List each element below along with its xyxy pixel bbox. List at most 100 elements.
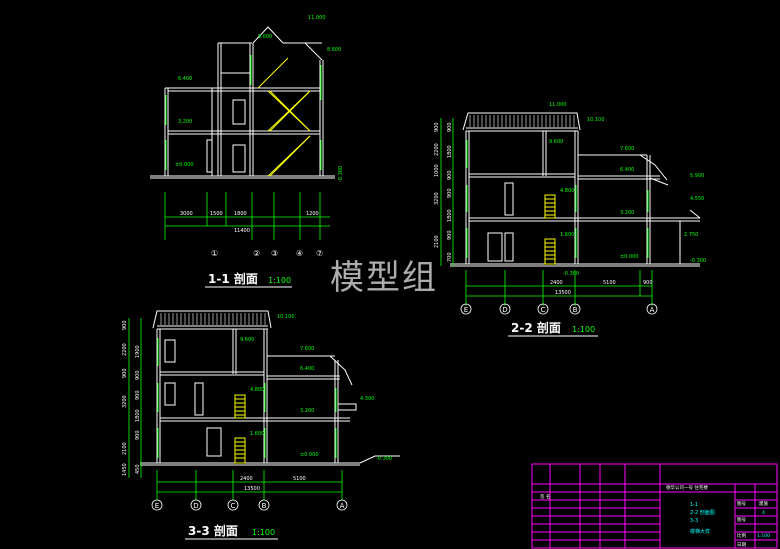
elevation-label: 3.200 — [178, 119, 192, 125]
elevation-label: 2.750 — [684, 232, 698, 238]
section-2-2-dim-labels: 2400 5100 900 13500 — [550, 280, 653, 296]
section-2-2-scale: 1:100 — [572, 325, 595, 334]
axis-marker: B — [573, 306, 578, 314]
dim-label: 900 — [122, 368, 128, 378]
elevation-label: 4.300 — [360, 396, 374, 402]
section-3-3-bottom-dims — [156, 470, 343, 500]
dim-label: 11400 — [234, 228, 250, 234]
elevation-label: -0.300 — [376, 456, 392, 462]
field-label: 图号 — [737, 501, 746, 507]
axis-marker: D — [502, 306, 507, 314]
dim-label: 1800 — [135, 409, 141, 422]
dim-label: 700 — [447, 252, 453, 262]
dim-label: 3200 — [122, 395, 128, 408]
dim-label: 900 — [434, 122, 440, 132]
section-3-3: 10.100 9.600 7.600 6.400 4.800 4.300 3.2… — [122, 310, 400, 540]
dim-label: 900 — [643, 280, 653, 286]
field-label: 日期 — [737, 542, 746, 548]
title-block: 德华公司一号 住宅楼 签 名 1-1 2-2 剖面图 3-3 楼梯大样 图号 建… — [531, 463, 778, 549]
section-2-2-title: 2-2 剖面 — [511, 320, 561, 335]
section-2-2-bottom-dims — [465, 270, 653, 306]
dim-label: 2100 — [122, 442, 128, 455]
elevation-label: -0.300 — [690, 258, 706, 264]
drawing-list-item: 2-2 剖面图 — [690, 509, 715, 516]
watermark: 模型组 — [330, 258, 438, 298]
section-3-3-windows — [157, 338, 337, 458]
axis-marker: ② — [253, 249, 260, 258]
elevation-label: -0.300 — [338, 166, 344, 182]
section-1-1-dim-labels: 3000 1500 1800 1200 11400 — [180, 211, 319, 234]
section-3-3-roof-hatch — [160, 313, 266, 325]
dim-label: 1800 — [234, 211, 247, 217]
project-name: 德华公司一号 住宅楼 — [666, 484, 708, 491]
section-1-1-elevation-labels: 11.000 9.600 8.600 6.400 3.200 ±0.000 -0… — [175, 15, 344, 182]
elevation-label: ±0.000 — [620, 254, 639, 260]
section-3-3-scale: 1:100 — [252, 528, 275, 537]
dim-label: 1500 — [210, 211, 223, 217]
section-2-2-structure — [450, 112, 701, 267]
dim-label: 900 — [135, 430, 141, 440]
axis-marker: D — [193, 502, 198, 510]
section-1-1-scale: 1:100 — [268, 276, 291, 285]
dim-label: 1900 — [135, 345, 141, 358]
dim-label: 900 — [447, 170, 453, 180]
section-2-2-elevation-labels: 11.000 10.100 9.600 7.600 6.400 5.900 4.… — [549, 102, 706, 277]
dim-label: 900 — [447, 122, 453, 132]
dim-label: 1800 — [447, 145, 453, 158]
axis-marker: E — [155, 502, 159, 510]
section-3-3-axis-markers: E D C B A — [155, 502, 345, 510]
section-2-2: 11.000 10.100 9.600 7.600 6.400 5.900 4.… — [434, 102, 706, 337]
elevation-label: 4.800 — [560, 188, 574, 194]
axis-marker: C — [231, 502, 236, 510]
axis-marker: ① — [211, 249, 218, 258]
axis-marker: ⑦ — [316, 249, 323, 258]
section-1-1-windows — [165, 55, 322, 170]
elevation-label: 11.000 — [549, 102, 567, 108]
dim-label: 2400 — [550, 280, 563, 286]
elevation-label: 4.800 — [250, 387, 264, 393]
dim-label: 5100 — [293, 476, 306, 482]
section-3-3-axis-circles — [151, 499, 348, 511]
axis-marker: B — [262, 502, 267, 510]
field-value: 1:100 — [757, 533, 770, 539]
dim-label: 900 — [447, 188, 453, 198]
section-3-3-stair — [234, 394, 246, 464]
section-3-3-dim-labels: 2400 5100 13500 — [240, 476, 306, 492]
elevation-label: -0.300 — [563, 271, 579, 277]
elevation-label: 3.200 — [620, 210, 634, 216]
elevation-label: 5.900 — [690, 173, 704, 179]
elevation-label: 7.600 — [300, 346, 314, 352]
elevation-label: 1.600 — [560, 232, 574, 238]
elevation-label: 10.100 — [587, 117, 605, 123]
elevation-label: 1.600 — [250, 431, 264, 437]
elevation-label: 10.100 — [277, 314, 295, 320]
section-3-3-left-dim-labels: 900 2200 900 3200 2100 1450 1900 900 900… — [122, 320, 141, 476]
section-3-3-title: 3-3 剖面 — [188, 523, 238, 538]
dim-label: 900 — [135, 370, 141, 380]
elevation-label: ±0.000 — [175, 162, 194, 168]
section-2-2-vertical-dims — [440, 118, 454, 266]
dim-label: 450 — [135, 464, 141, 474]
dim-label: 2100 — [434, 235, 440, 248]
section-2-2-windows — [466, 140, 649, 258]
elevation-label: 6.400 — [178, 76, 192, 82]
field-value: 建施 — [759, 500, 768, 507]
section-3-3-vertical-dims — [128, 318, 142, 478]
axis-marker: E — [464, 306, 468, 314]
drawing-list-item: 1-1 — [690, 502, 698, 508]
field-label: 图号 — [737, 517, 746, 523]
section-2-2-axis-markers: E D C B A — [464, 306, 655, 314]
elevation-label: 9.600 — [240, 337, 254, 343]
dim-label: 900 — [122, 320, 128, 330]
elevation-label: 3.200 — [300, 408, 314, 414]
dim-label: 2200 — [122, 343, 128, 356]
section-1-1-structure — [150, 26, 335, 179]
dim-label: 1200 — [306, 211, 319, 217]
title-block-fields: 图号 建施 图号 4 比例 1:100 日期 — [737, 500, 770, 548]
section-3-3-elevation-labels: 10.100 9.600 7.600 6.400 4.800 4.300 3.2… — [240, 314, 392, 462]
section-1-1: 11.000 9.600 8.600 6.400 3.200 ±0.000 -0… — [150, 15, 344, 288]
axis-marker: A — [650, 306, 655, 314]
elevation-label: 8.600 — [327, 47, 341, 53]
dim-label: 2400 — [240, 476, 253, 482]
